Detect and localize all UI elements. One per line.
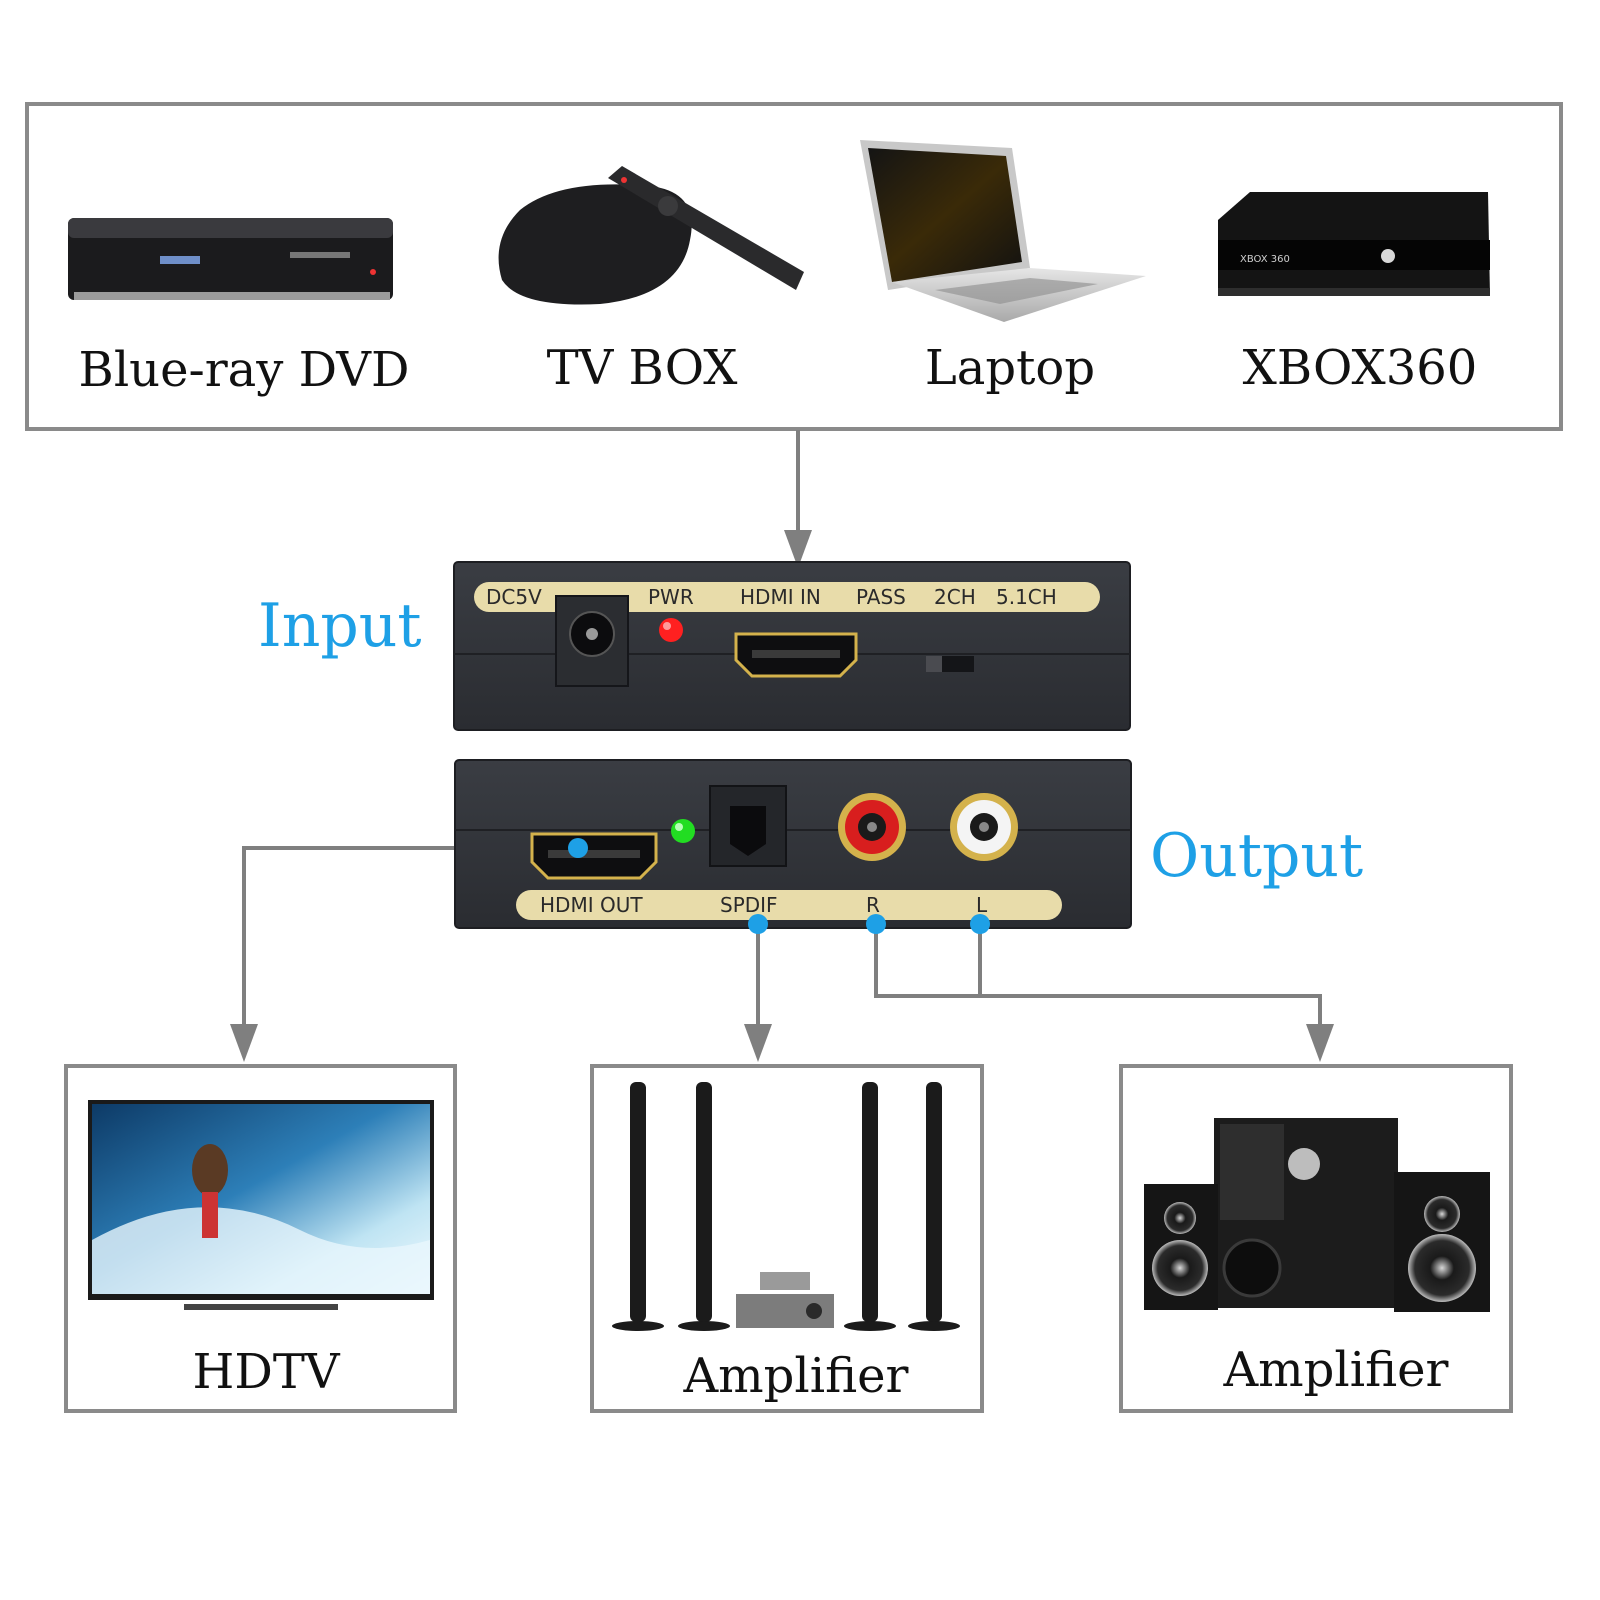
rca-connector-line (874, 924, 1322, 1030)
amplifier2-arrow-icon (1306, 1024, 1334, 1062)
tower-speakers-icon (612, 1082, 960, 1331)
rca-r-port (838, 793, 906, 861)
hdmi-out-dot-icon (568, 838, 588, 858)
input-panel (453, 561, 1131, 731)
panel-label-51ch: 5.1CH (996, 585, 1057, 609)
output-panel (454, 759, 1132, 929)
panel-label-pass: PASS (856, 585, 906, 609)
power-led-icon (659, 618, 683, 642)
destination-label-amplifier1: Amplifier (683, 1348, 909, 1404)
hdtv-frame (64, 1064, 457, 1413)
input-arrow-icon (784, 530, 812, 568)
hdtv-arrow-icon (230, 1024, 258, 1062)
output-label: Output (1150, 821, 1363, 891)
panel-label-2ch: 2CH (934, 585, 976, 609)
panel-label-spdif: SPDIF (720, 893, 778, 917)
laptop-icon (860, 140, 1146, 322)
bluray-player-icon (68, 218, 393, 300)
destination-label-hdtv: HDTV (192, 1344, 340, 1400)
panel-label-hdmi-in: HDMI IN (740, 585, 821, 609)
xbox-logo-text: XBOX 360 (1240, 254, 1290, 265)
panel-label-r: R (866, 893, 880, 917)
amplifier2-frame (1119, 1064, 1513, 1413)
connector-arrows (230, 530, 1334, 1062)
status-led-icon (671, 819, 695, 843)
xbox-console-icon: XBOX 360 (1218, 192, 1490, 296)
panel-label-hdmi-out: HDMI OUT (540, 893, 643, 917)
source-label-tvbox: TV BOX (547, 340, 738, 396)
sources-frame (25, 102, 1563, 431)
connection-dots (568, 838, 990, 934)
panel-label-dc5v: DC5V (486, 585, 542, 609)
spdif-dot-icon (748, 914, 768, 934)
source-label-bluray: Blue-ray DVD (79, 342, 410, 398)
l-dot-icon (970, 914, 990, 934)
panel-label-l: L (976, 893, 988, 917)
amplifier1-frame (590, 1064, 984, 1413)
destination-label-amplifier2: Amplifier (1223, 1342, 1449, 1398)
speaker-system-icon (1144, 1118, 1490, 1312)
panel-label-pwr: PWR (648, 585, 694, 609)
amplifier1-arrow-icon (744, 1024, 772, 1062)
rca-l-port (950, 793, 1018, 861)
r-dot-icon (866, 914, 886, 934)
source-label-laptop: Laptop (925, 340, 1095, 396)
source-label-xbox: XBOX360 (1243, 340, 1478, 396)
output-label-strip (516, 890, 1062, 920)
hdtv-icon (88, 1100, 434, 1310)
input-label: Input (258, 591, 422, 661)
tv-box-icon (498, 166, 804, 305)
input-label-strip (474, 582, 1100, 612)
